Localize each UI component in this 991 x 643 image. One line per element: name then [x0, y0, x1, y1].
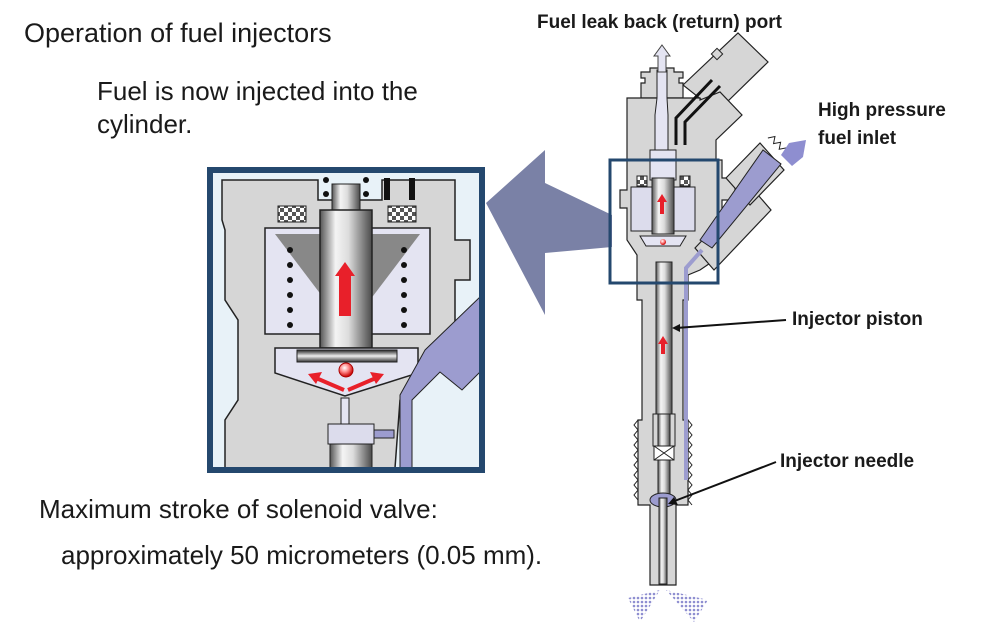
subtitle: Fuel is now injected into the cylinder. [97, 75, 418, 141]
injector-needle-label: Injector needle [780, 451, 915, 472]
zoom-region-frame [608, 158, 720, 285]
inset-frame [207, 167, 485, 473]
piston-leader-line [675, 319, 787, 329]
solenoid-armature [319, 209, 373, 349]
injector-needle [658, 497, 668, 585]
fuel-inlet-label: High pressure fuel inlet [818, 97, 946, 153]
fuel-inlet-label-line-1: High pressure [818, 100, 946, 121]
page-title: Operation of fuel injectors [24, 18, 332, 48]
fuel-inlet-channel [699, 149, 782, 249]
needle-leader-line [671, 461, 777, 503]
subtitle-line-1: Fuel is now injected into the [97, 76, 418, 106]
injector-body [608, 32, 806, 622]
return-arrow-icon [653, 44, 671, 73]
subtitle-line-2: cylinder. [97, 109, 193, 139]
magnified-inset [207, 167, 485, 473]
valve-ball [338, 362, 354, 378]
fuel-spray-right [666, 590, 708, 622]
inlet-arrow-icon [781, 140, 806, 166]
upward-motion-arrow-icon [335, 262, 355, 276]
stroke-note-line-1: Maximum stroke of solenoid valve: [39, 494, 438, 524]
fuel-flow-arrows-icon [315, 376, 377, 392]
fuel-inlet-label-line-2: fuel inlet [818, 128, 897, 149]
stroke-note-line-2: approximately 50 micrometers (0.05 mm). [61, 540, 543, 570]
return-port-label: Fuel leak back (return) port [537, 12, 782, 33]
zoom-pointer-arrow [486, 150, 612, 315]
injector-piston-label: Injector piston [792, 309, 923, 330]
fuel-spray-left [628, 590, 660, 622]
